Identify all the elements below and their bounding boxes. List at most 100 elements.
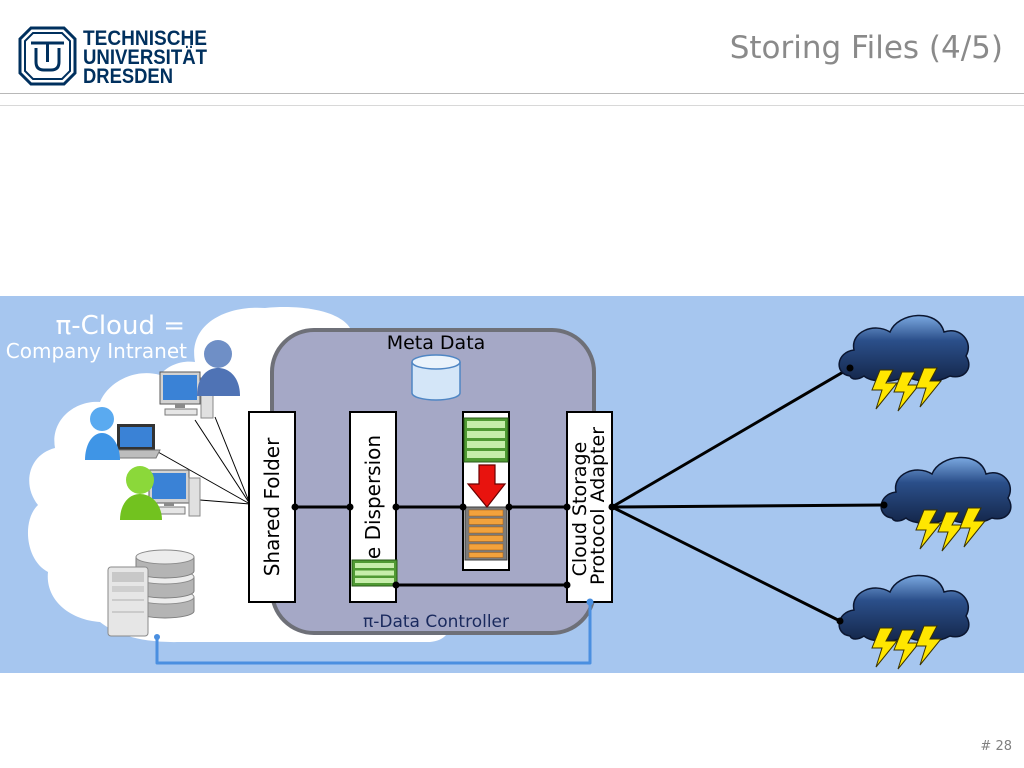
server-drive-bay [112,586,144,592]
link-endpoint-dot [154,634,160,640]
shared-folder-label: Shared Folder [260,437,284,576]
server-rack-icon [463,417,509,463]
protocol-adapter-label: Cloud Storage Protocol Adapter [569,427,609,585]
logo-line-universitaet: UNIVERSITÄT [83,46,207,69]
client-link-1 [194,419,251,505]
junction-dot [459,503,467,511]
laptop-screen [120,427,152,447]
server-drive-bay [112,572,144,582]
rack-slot [468,526,504,534]
emblem-tu-mark [31,41,64,72]
monitor-stand [164,503,174,506]
bus-junctions [291,503,616,589]
rack-slot [467,421,505,428]
user-body [120,494,162,520]
client-link-2 [214,416,251,505]
link-endpoint-dot [586,598,594,606]
database-body [411,362,461,401]
rack-slot [468,535,504,542]
disk-1-top [135,549,195,565]
lightning-icon [893,371,921,412]
rack-slot [467,431,505,438]
tu-dresden-emblem-icon [18,26,77,86]
database-top [411,354,461,370]
file-dispersion-label: e Dispersion [361,435,385,559]
client-link-3 [157,451,251,505]
lightning-icon [915,367,943,408]
user-icon [85,407,120,460]
user-icon [197,340,240,396]
rack-slot [355,578,394,583]
provider-endpoint-dot [846,364,854,372]
junction-dot [505,503,513,511]
lightning-icon [915,509,943,550]
slide-title: Storing Files (4/5) [730,30,1003,66]
provider-link-1 [610,366,852,509]
junction-dot [563,581,571,589]
page-number: # 28 [980,739,1012,754]
cloud-shape [838,314,970,382]
server-rack-icon [464,506,508,561]
rack-slot [468,518,504,525]
cloud-shape [880,456,1012,524]
lightning-icon [915,625,943,666]
rack-slot [355,563,394,568]
data-controller-label: π-Data Controller [363,612,509,632]
keyboard [164,408,198,416]
lightning-icon [871,369,899,410]
user-head [204,340,232,368]
lightning-icon [893,629,921,670]
rack-slot [468,509,504,517]
storage-disks-icon [135,549,195,619]
monitor-stand [175,404,185,408]
user-icon [120,466,162,520]
pc-tower [188,477,201,517]
junction-dot [563,503,571,511]
provider-link-2 [610,503,886,509]
rack-slot [468,552,504,558]
adapter-label-line-1: Cloud Storage [569,442,591,577]
shared-folder-box [248,411,296,603]
junction-dot [346,503,354,511]
emblem-inner-frame [24,32,71,80]
client-link-4 [199,499,251,505]
emblem-outer-frame [18,26,77,86]
user-head [90,407,114,431]
provider-links [610,366,886,623]
junction-dot [392,581,400,589]
server-rack-icon [351,559,398,587]
client-connections [157,416,251,505]
intranet-title: π-Cloud = [56,311,185,341]
server-case [107,566,149,637]
meta-data-label: Meta Data [387,332,486,354]
provider-endpoint-dot [880,501,888,509]
storm-cloud-icon [838,314,970,412]
lightning-icon [937,511,965,552]
lightning-icon [959,507,987,548]
adapter-label-line-2: Protocol Adapter [587,427,609,585]
database-icon [411,354,461,401]
junction-dot [392,503,400,511]
rack-slot [467,451,505,458]
down-arrow-icon [466,464,507,508]
rack-slot [468,543,504,551]
monitor-screen [152,473,186,499]
user-head [126,466,154,494]
user-body [197,368,240,396]
server-tower-icon [107,566,149,637]
server-adapter-link [155,602,592,665]
junction-dot [291,503,299,511]
provider-endpoint-dot [836,617,844,625]
storm-cloud-icon [880,456,1012,552]
intranet-subtitle: Company Intranet [6,339,187,363]
rack-slot [467,441,505,448]
laptop-icon [111,424,161,459]
provider-link-3 [610,505,842,623]
lightning-icon [871,627,899,668]
user-body [85,433,120,460]
storm-cloud-icon [838,574,970,670]
logo-line-technische: TECHNISCHE [83,27,207,50]
monitor-screen [163,375,197,400]
logo-line-dresden: DRESDEN [83,65,173,88]
